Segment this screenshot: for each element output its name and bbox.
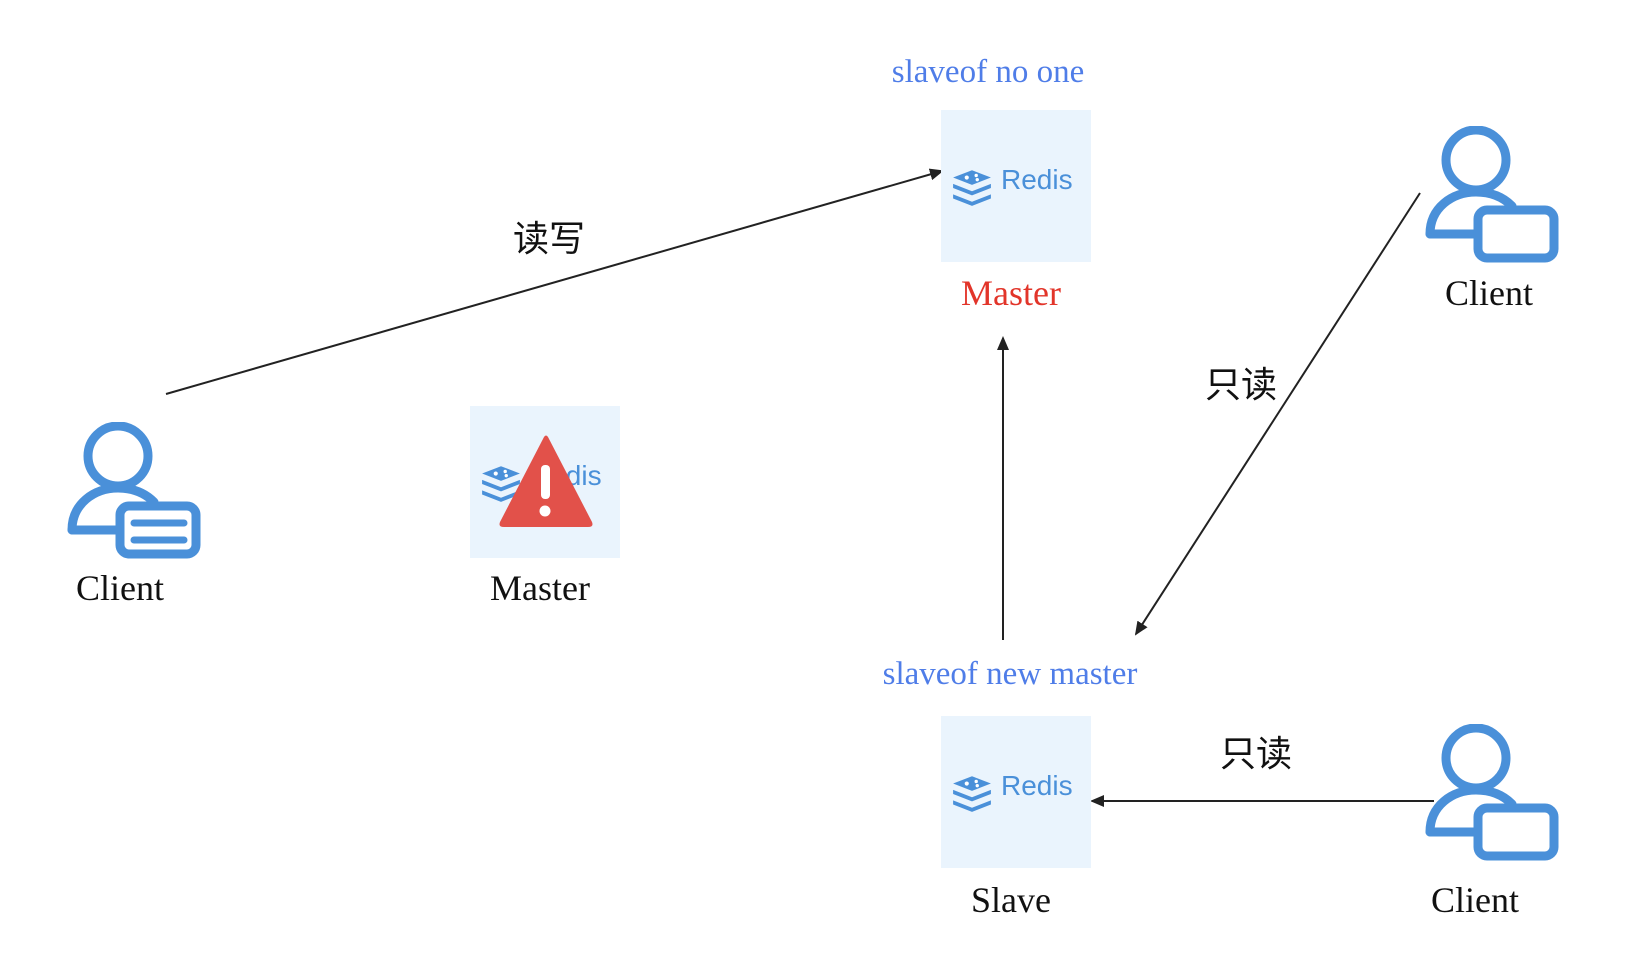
edge-read-write-label: 读写 <box>512 219 586 260</box>
new-master-command-label: slaveof no one <box>891 54 1085 90</box>
client-top-right-label: Client <box>1445 273 1533 313</box>
client-left-label: Client <box>76 568 164 608</box>
redis-logo-text: Redis <box>1001 770 1073 801</box>
slave-command-label: slaveof new master <box>882 656 1138 692</box>
edge-read-only-bottom-label: 只读 <box>1219 734 1293 775</box>
edge-read-only-top-label: 只读 <box>1204 365 1278 406</box>
failed-master-redis-box: Redis <box>470 406 620 558</box>
client-left-card-lines-icon <box>130 519 188 544</box>
new-master-label: Master <box>961 273 1061 313</box>
failed-master-label: Master <box>490 568 590 608</box>
redis-logo-text: Redis <box>1001 164 1073 195</box>
client-bottom-right-label: Client <box>1431 880 1519 920</box>
client-left-icon <box>72 426 196 554</box>
edge-read-write-arrow <box>165 168 944 395</box>
edge-read-only-top-arrow <box>1134 192 1421 636</box>
slave-label: Slave <box>971 880 1051 920</box>
new-master-redis-box: Redis <box>941 110 1091 262</box>
slave-redis-box: Redis <box>941 716 1091 868</box>
redis-logo-text: Redis <box>530 460 602 491</box>
client-bottom-right-icon <box>1430 728 1554 856</box>
client-top-right-icon <box>1430 130 1554 258</box>
